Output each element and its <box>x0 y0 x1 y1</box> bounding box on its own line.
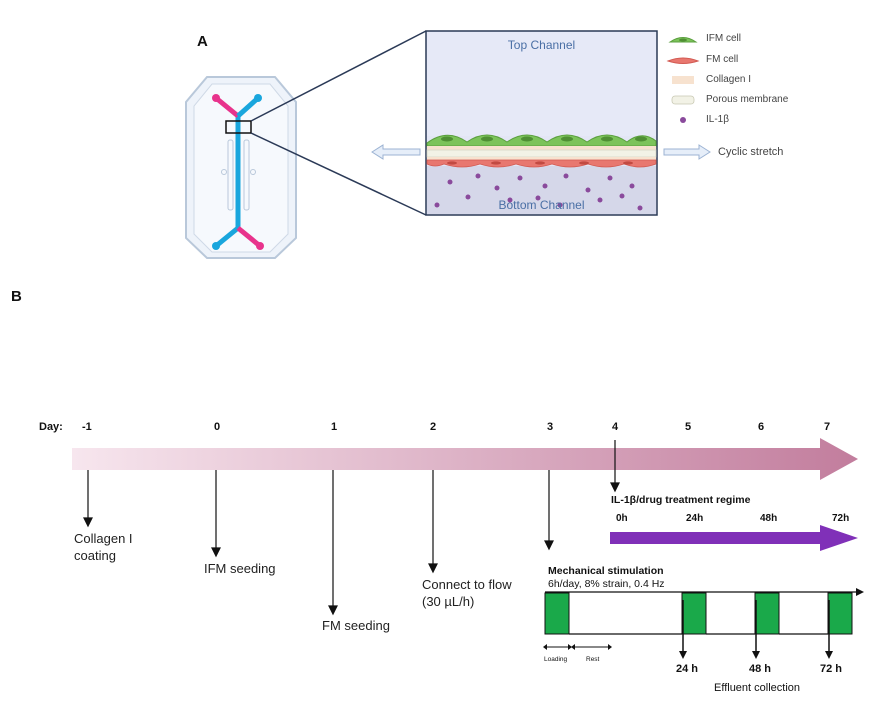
treatment-48h: 48h <box>760 513 778 524</box>
day-minus-1: -1 <box>82 421 92 433</box>
legend-fm-cell: FM cell <box>706 54 739 65</box>
event-ifm-seeding: IFM seeding <box>204 561 276 576</box>
collection-48h: 48 h <box>749 663 772 675</box>
event-collagen-coating: Collagen I coating <box>74 530 133 564</box>
fm-cell-layer <box>426 159 657 168</box>
mechanical-stimulation-timeline <box>543 588 864 659</box>
event-collagen-line2: coating <box>74 548 116 563</box>
stretch-arrow-left <box>371 144 421 160</box>
channel-cross-section <box>425 30 658 216</box>
event-arrows <box>83 440 620 616</box>
panel-b-letter: B <box>11 288 22 305</box>
collection-72h: 72 h <box>820 663 843 675</box>
treatment-24h: 24h <box>686 513 704 524</box>
day-5: 5 <box>685 421 692 433</box>
cyclic-stretch-label: Cyclic stretch <box>718 146 784 158</box>
il1b-particles <box>434 173 643 211</box>
bottom-channel-label: Bottom Channel <box>498 198 585 212</box>
day-4: 4 <box>612 421 619 433</box>
day-3: 3 <box>547 421 554 433</box>
treatment-arrow <box>610 525 858 551</box>
mechanical-detail: 6h/day, 8% strain, 0.4 Hz <box>548 578 665 590</box>
collagen-layer-bottom <box>427 157 656 160</box>
legend-collagen: Collagen I <box>706 74 752 85</box>
rest-label: Rest <box>586 656 600 663</box>
effluent-collection-label: Effluent collection <box>714 682 801 694</box>
treatment-0h: 0h <box>616 513 628 524</box>
treatment-72h: 72h <box>832 513 850 524</box>
event-collagen-line1: Collagen I <box>74 531 133 546</box>
loading-label: Loading <box>544 656 568 663</box>
event-connect-flow: Connect to flow (30 µL/h) <box>422 576 512 610</box>
day-6: 6 <box>758 421 765 433</box>
day-1: 1 <box>331 421 338 433</box>
treatment-title: IL-1β/drug treatment regime <box>611 494 751 506</box>
legend-symbols <box>666 37 700 123</box>
day-0: 0 <box>214 421 221 433</box>
event-fm-seeding: FM seeding <box>322 618 390 633</box>
event-flow-line1: Connect to flow <box>422 577 512 592</box>
porous-membrane <box>426 149 657 158</box>
collagen-layer-top <box>427 146 656 150</box>
mechanical-title: Mechanical stimulation <box>548 565 664 577</box>
day-7: 7 <box>824 421 831 433</box>
legend-il1b: IL-1β <box>706 114 729 125</box>
top-channel-label: Top Channel <box>507 38 576 52</box>
ifm-cell-layer <box>426 134 657 147</box>
panel-a-letter: A <box>197 33 208 50</box>
timeline-arrow <box>72 438 858 480</box>
chip-device-icon <box>185 76 297 259</box>
event-flow-line2: (30 µL/h) <box>422 594 475 609</box>
day-label: Day: <box>39 421 63 433</box>
day-2: 2 <box>430 421 437 433</box>
legend-porous-membrane: Porous membrane <box>706 94 789 105</box>
stretch-arrow-right <box>663 144 711 160</box>
collection-24h: 24 h <box>676 663 699 675</box>
legend-ifm-cell: IFM cell <box>706 33 741 44</box>
